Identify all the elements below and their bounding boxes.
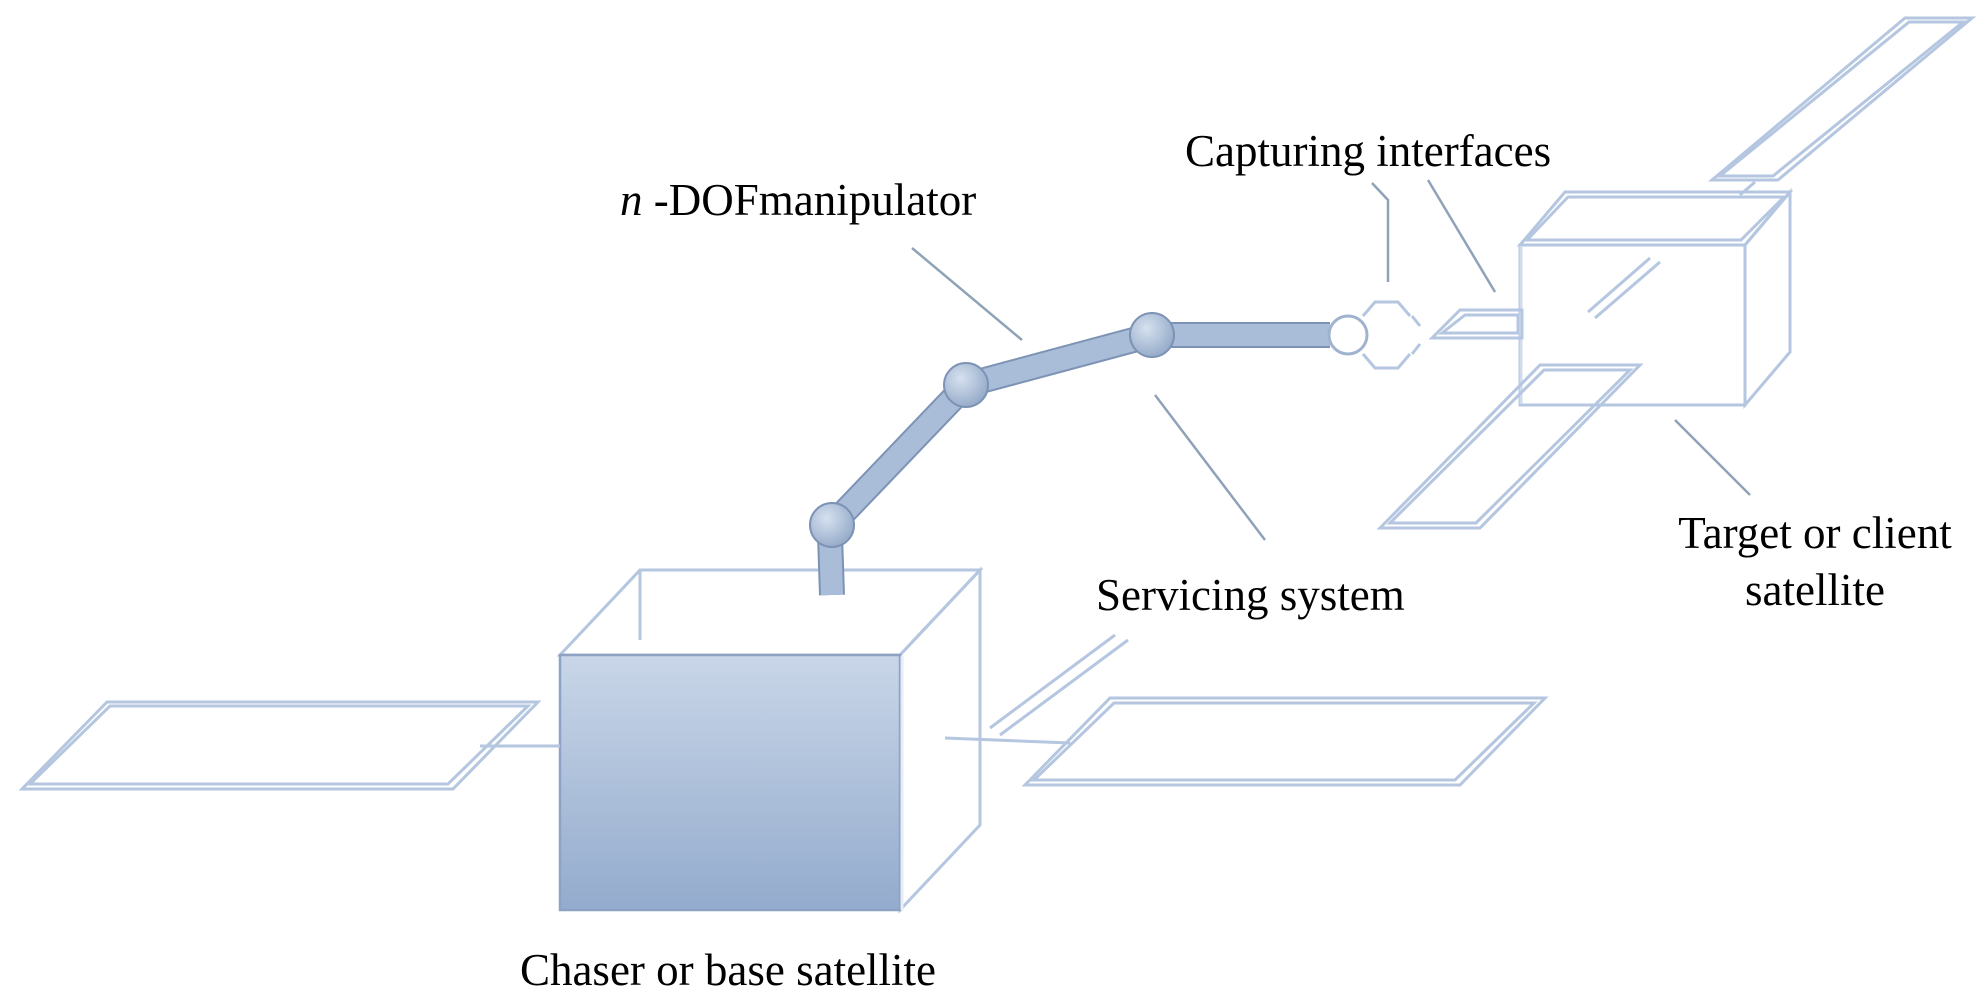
target-cube-outline [1516,187,1794,410]
chaser-right-solar-panel [944,633,1549,787]
leader-capturing-target [1426,179,1497,293]
capturing-interface-end-effector [1327,300,1422,370]
target-satellite-label-line1: Target or client [1678,508,1952,558]
chaser-satellite-label: Chaser or base satellite [520,945,936,995]
manipulator-arm [809,312,1330,596]
arm-joint-2 [943,362,989,408]
leader-capturing-end-effector [1371,182,1390,282]
arm-joint-3 [1129,312,1175,358]
leader-servicing [1154,394,1266,541]
servicing-system-label: Servicing system [1096,570,1405,620]
chaser-satellite [18,566,1549,914]
target-lower-solar-panel [1376,256,1661,530]
target-satellite-label-line2: satellite [1745,565,1885,615]
target-upper-solar-panel [1707,16,1977,197]
leader-target [1674,419,1751,496]
manipulator-label: n -DOFmanipulator [620,175,976,225]
chaser-cube-front-face [558,653,902,912]
capturing-interfaces-label: Capturing interfaces [1185,126,1551,176]
target-satellite [1376,16,1977,530]
leader-lines [911,179,1751,541]
arm-joint-1 [809,502,855,548]
capturing-interface-target [1428,308,1524,340]
chaser-left-solar-panel [18,700,560,791]
leader-manipulator [911,247,1023,341]
